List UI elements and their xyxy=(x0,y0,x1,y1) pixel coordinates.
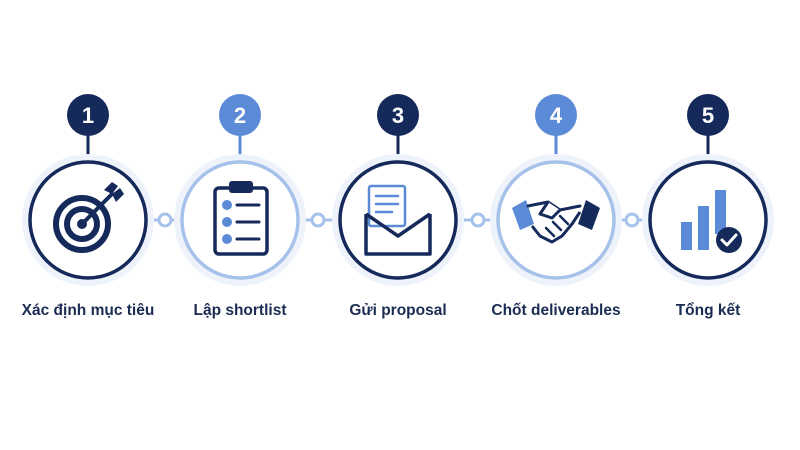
clipboard-checklist-icon xyxy=(213,181,269,256)
envelope-document-icon xyxy=(364,184,432,256)
step-3-label: Gửi proposal xyxy=(349,302,447,319)
bar-chart-check-icon xyxy=(681,190,742,253)
step-4: 4 xyxy=(490,94,622,286)
connector-node-4-5 xyxy=(624,212,640,228)
connector-node-3-4 xyxy=(470,212,486,228)
connector-node-2-3 xyxy=(310,212,326,228)
step-1-number-badge xyxy=(67,94,109,136)
step-3: 3 xyxy=(332,94,464,286)
step-2-number: 2 xyxy=(234,103,246,128)
step-5-number-badge xyxy=(687,94,729,136)
step-3-number-badge xyxy=(377,94,419,136)
step-4-label: Chốt deliverables xyxy=(491,302,621,319)
step-4-number-badge xyxy=(535,94,577,136)
target-icon xyxy=(53,182,124,253)
step-2: 2 xyxy=(174,94,306,286)
handshake-icon xyxy=(512,200,600,244)
step-5: 5 xyxy=(642,94,774,286)
step-4-number: 4 xyxy=(550,103,563,128)
step-1: 1 xyxy=(22,94,154,286)
step-5-number: 5 xyxy=(702,103,714,128)
connector-node-1-2 xyxy=(157,212,173,228)
step-2-label: Lập shortlist xyxy=(193,302,287,319)
step-1-number: 1 xyxy=(82,103,94,128)
step-5-label: Tổng kết xyxy=(675,302,741,319)
step-2-number-badge xyxy=(219,94,261,136)
step-1-label: Xác định mục tiêu xyxy=(21,302,155,319)
step-3-number: 3 xyxy=(392,103,404,128)
